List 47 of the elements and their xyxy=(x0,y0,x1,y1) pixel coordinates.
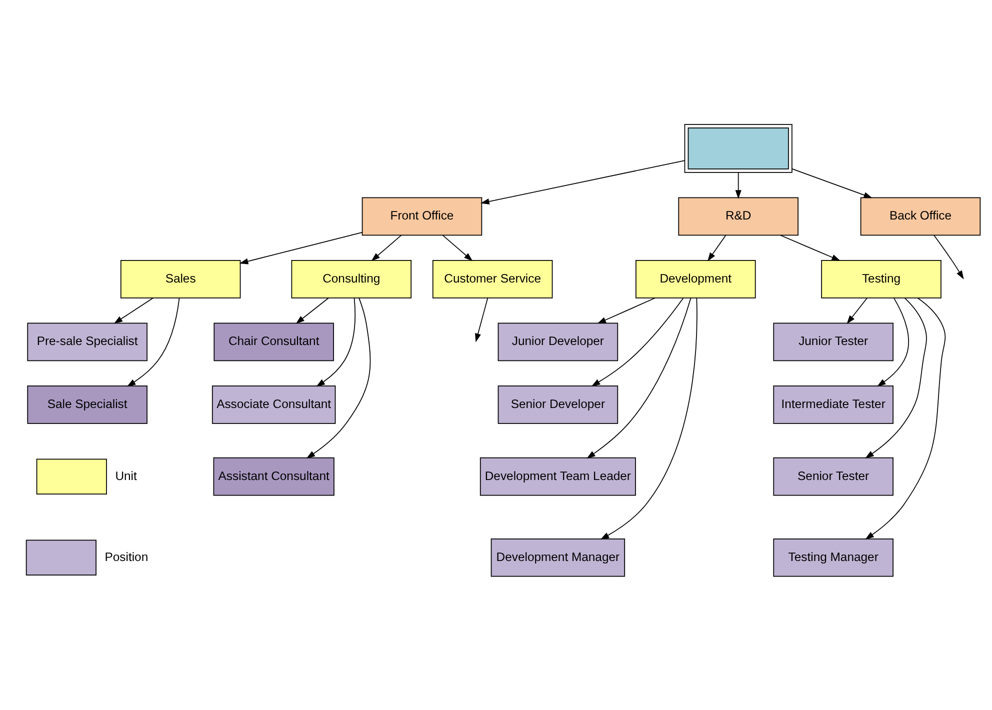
arrow xyxy=(864,298,946,540)
node-box: R&D xyxy=(678,197,798,236)
node-box: Development Team Leader xyxy=(479,457,636,496)
arrow xyxy=(442,234,472,262)
arrow xyxy=(932,234,964,280)
arrow xyxy=(707,234,726,262)
node-box: Front Office xyxy=(361,197,482,236)
legend-label: Unit xyxy=(114,468,136,483)
node-box: Testing Manager xyxy=(772,538,893,577)
arrow xyxy=(316,298,356,387)
arrow xyxy=(113,298,154,324)
arrow xyxy=(306,298,370,459)
node-box: Senior Developer xyxy=(497,386,618,424)
arrow xyxy=(474,298,488,342)
arrow xyxy=(480,160,685,204)
node-box: Sale Specialist xyxy=(26,386,147,424)
arrow xyxy=(590,298,684,386)
node-box: Back Office xyxy=(860,197,980,236)
arrow xyxy=(238,232,362,264)
node-box: Assistant Consultant xyxy=(212,457,334,496)
legend-label: Position xyxy=(104,550,148,564)
node-box: Intermediate Tester xyxy=(772,386,893,424)
node-box: Senior Tester xyxy=(772,457,893,496)
arrow xyxy=(370,234,402,262)
node-box: Sales xyxy=(120,260,240,298)
arrow xyxy=(586,298,691,459)
arrow xyxy=(596,298,655,324)
arrow xyxy=(295,298,328,324)
arrow xyxy=(846,298,868,324)
arrow xyxy=(600,298,697,540)
arrow xyxy=(864,298,926,458)
node-box: Testing xyxy=(820,260,941,298)
node-box: Associate Consultant xyxy=(211,386,336,424)
node-box: Pre-sale Specialist xyxy=(26,322,147,362)
arrow xyxy=(876,298,908,387)
node-box xyxy=(684,124,792,173)
node-box: Chair Consultant xyxy=(213,322,334,362)
node-box: Junior Developer xyxy=(497,322,618,362)
node-box: Consulting xyxy=(290,260,412,298)
node-box: Development Manager xyxy=(490,538,625,577)
arrow xyxy=(791,168,872,198)
arrow xyxy=(126,298,180,387)
arrow xyxy=(734,172,741,199)
arrow xyxy=(780,234,840,261)
node-box: Development xyxy=(635,260,756,298)
node-box: Junior Tester xyxy=(772,322,893,362)
node-box: Customer Service xyxy=(432,260,552,298)
